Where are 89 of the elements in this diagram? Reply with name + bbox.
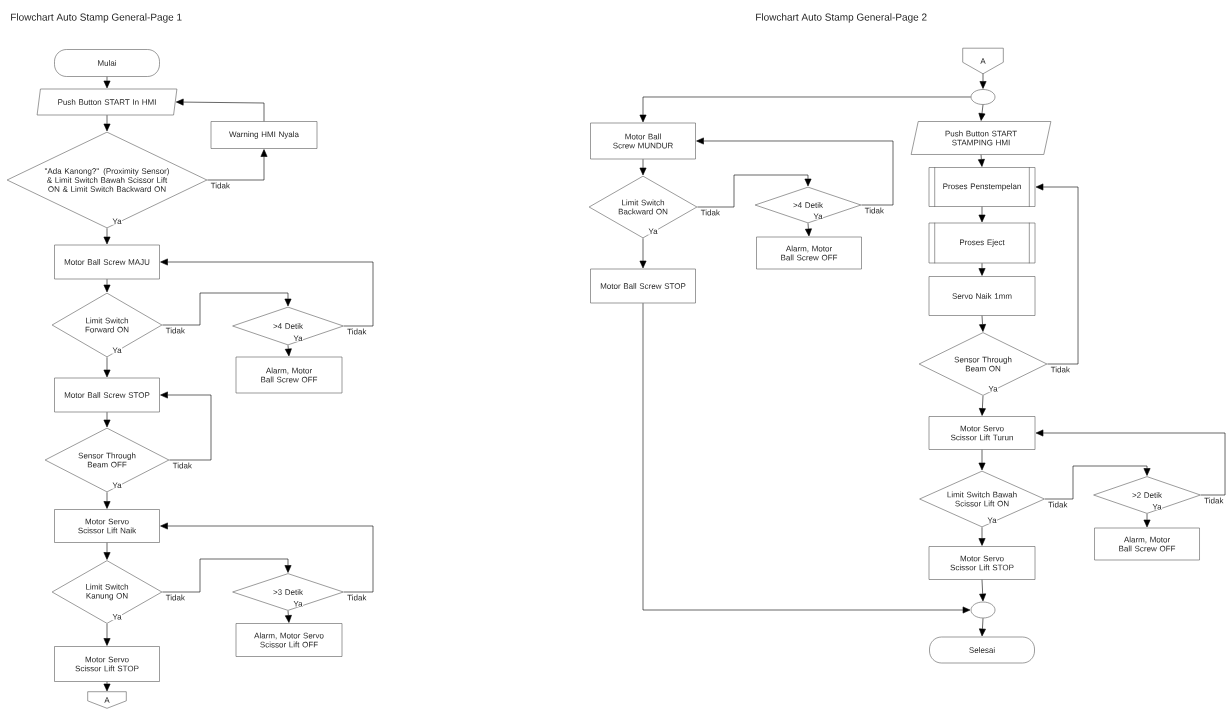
arrow bbox=[697, 174, 812, 208]
arrow bbox=[978, 206, 986, 223]
arrow bbox=[978, 527, 986, 546]
arrow bbox=[103, 492, 111, 509]
terminator: Selesai bbox=[929, 636, 1035, 664]
edge-label: Tidak bbox=[1203, 497, 1224, 504]
process-box: Motor Servo Scissor Lift Turun bbox=[928, 416, 1036, 450]
edge-label: Tidak bbox=[346, 594, 367, 601]
subprocess-box: Proses Penstempelan bbox=[928, 166, 1036, 208]
title: Flowchart Auto Stamp General-Page 1 bbox=[11, 13, 182, 23]
process-box: Alarm, Motor Ball Screw OFF bbox=[235, 356, 343, 394]
arrow bbox=[103, 623, 111, 646]
arrow bbox=[979, 395, 986, 416]
edge-label: Ya bbox=[292, 335, 304, 342]
arrow bbox=[103, 228, 111, 245]
subprocess-box: Proses Eject bbox=[928, 222, 1036, 264]
arrow bbox=[978, 154, 985, 167]
edge-label: Tidak bbox=[172, 462, 193, 469]
process-box: Motor Ball Screw STOP bbox=[54, 377, 160, 413]
connector-circle bbox=[970, 89, 996, 105]
arrow bbox=[160, 391, 212, 461]
edge-label: Ya bbox=[1151, 503, 1163, 511]
arrow bbox=[639, 96, 971, 123]
arrow bbox=[639, 159, 647, 176]
off-page-connector: A bbox=[87, 691, 127, 709]
arrow bbox=[162, 558, 292, 593]
edge-label: Tidak bbox=[210, 182, 231, 189]
process-box: Alarm, Motor Ball Screw OFF bbox=[1094, 527, 1200, 561]
arrow bbox=[639, 238, 647, 269]
arrow bbox=[103, 357, 111, 378]
arrow bbox=[1143, 513, 1151, 528]
arrow bbox=[284, 345, 292, 357]
arrow bbox=[978, 263, 986, 276]
arrow bbox=[979, 618, 986, 637]
arrow bbox=[160, 522, 374, 593]
edge-label: Tidak bbox=[346, 328, 367, 335]
arrow bbox=[805, 223, 812, 237]
arrow bbox=[696, 137, 894, 206]
process-box: Motor Ball Screw MAJU bbox=[54, 244, 160, 280]
edge-label: Ya bbox=[111, 218, 123, 225]
arrow bbox=[103, 115, 111, 132]
edge-label: Tidak bbox=[1047, 501, 1068, 508]
arrow bbox=[103, 279, 111, 293]
arrow bbox=[1035, 429, 1226, 496]
arrow bbox=[160, 258, 374, 327]
arrow bbox=[642, 303, 971, 614]
off-page-connector: A bbox=[962, 47, 1004, 75]
edge-label: Tidak bbox=[864, 207, 885, 214]
arrow bbox=[284, 610, 292, 623]
process-box: Motor Servo Scissor Lift STOP bbox=[54, 646, 160, 682]
input-parallelogram: Push Button START STAMPING HMI bbox=[910, 121, 1052, 155]
arrow bbox=[103, 76, 111, 89]
arrow bbox=[979, 315, 986, 332]
arrow bbox=[1035, 183, 1079, 365]
connector-circle bbox=[970, 601, 996, 619]
process-box: Warning HMI Nyala bbox=[210, 121, 318, 149]
title: Flowchart Auto Stamp General-Page 2 bbox=[756, 13, 927, 23]
edge-label: Ya bbox=[647, 228, 659, 235]
arrow bbox=[1044, 465, 1151, 500]
edge-label: Tidak bbox=[1050, 366, 1071, 373]
arrow bbox=[103, 542, 111, 560]
edge-label: Ya bbox=[292, 600, 304, 608]
process-box: Motor Servo Scissor Lift Naik bbox=[54, 509, 160, 543]
input-parallelogram: Push Button START In HMI bbox=[36, 88, 178, 116]
edge-label: Ya bbox=[986, 517, 998, 524]
process-box: Motor Ball Screw MUNDUR bbox=[590, 122, 696, 160]
process-box: Servo Naik 1mm bbox=[928, 276, 1036, 316]
arrow bbox=[978, 104, 986, 121]
arrow bbox=[103, 681, 111, 692]
edge-label: Ya bbox=[111, 613, 123, 621]
edge-label: Ya bbox=[111, 482, 123, 489]
terminator: Mulai bbox=[54, 49, 160, 77]
process-box: Motor Ball Screw STOP bbox=[590, 268, 696, 304]
arrow bbox=[979, 73, 987, 89]
edge-label: Tidak bbox=[165, 327, 186, 334]
arrow bbox=[103, 412, 111, 428]
arrow bbox=[978, 449, 986, 471]
edge-label: Tidak bbox=[165, 594, 186, 601]
process-box: Alarm, Motor Ball Screw OFF bbox=[756, 236, 862, 270]
arrow bbox=[162, 292, 292, 326]
process-box: Motor Servo Scissor Lift STOP bbox=[928, 546, 1036, 580]
edge-label: Ya bbox=[812, 213, 824, 220]
arrow bbox=[207, 149, 268, 181]
process-box: Alarm, Motor Servo Scissor Lift OFF bbox=[235, 623, 343, 657]
edge-label: Tidak bbox=[700, 209, 721, 216]
edge-label: Ya bbox=[111, 347, 123, 354]
arrow bbox=[176, 98, 265, 122]
edge-label: Ya bbox=[987, 385, 999, 393]
arrow bbox=[979, 579, 987, 602]
